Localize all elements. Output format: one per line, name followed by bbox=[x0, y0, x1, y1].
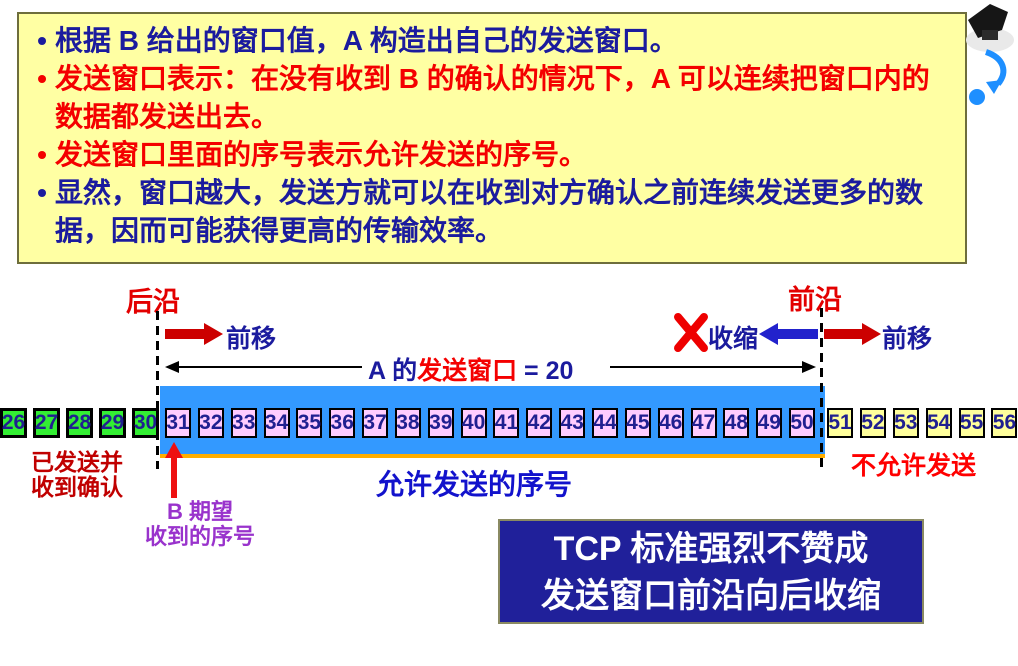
bullet-marker: • bbox=[37, 25, 47, 56]
move-forward-left-label: 前移 bbox=[226, 325, 277, 353]
bullet-text: 发送窗口表示：在没有收到 B 的确认的情况下，A 可以连续把窗口内的数据都发送出… bbox=[55, 63, 930, 132]
sequence-box-29: 29 bbox=[99, 408, 126, 438]
bullet-item: • 发送窗口表示：在没有收到 B 的确认的情况下，A 可以连续把窗口内的数据都发送… bbox=[29, 60, 947, 136]
trailing-edge-label: 后沿 bbox=[126, 287, 180, 317]
sequence-box-43: 43 bbox=[559, 408, 586, 438]
window-label-highlight: 发送窗口 bbox=[417, 357, 518, 385]
allowed-label: 允许发送的序号 bbox=[376, 469, 573, 500]
sequence-box-41: 41 bbox=[493, 408, 520, 438]
x-mark-icon bbox=[674, 313, 708, 352]
acked-label-line1: 已发送并 bbox=[31, 449, 123, 475]
sequence-box-27: 27 bbox=[33, 408, 60, 438]
window-label-suffix: = 20 bbox=[517, 357, 574, 385]
dimension-arrowhead-left bbox=[165, 361, 179, 373]
expected-seq-label-line2: 收到的序号 bbox=[144, 524, 255, 549]
sequence-box-38: 38 bbox=[394, 408, 421, 438]
sequence-box-32: 32 bbox=[197, 408, 224, 438]
sequence-box-40: 40 bbox=[460, 408, 487, 438]
bullet-text: 根据 B 给出的窗口值，A 构造出自己的发送窗口。 bbox=[55, 25, 678, 56]
sequence-box-35: 35 bbox=[296, 408, 323, 438]
bullet-marker: • bbox=[37, 63, 47, 94]
sequence-box-48: 48 bbox=[723, 408, 750, 438]
sequence-box-53: 53 bbox=[892, 408, 919, 438]
sequence-box-44: 44 bbox=[591, 408, 618, 438]
sequence-box-39: 39 bbox=[427, 408, 454, 438]
not-allowed-label: 不允许发送 bbox=[851, 452, 977, 480]
window-label-prefix: A 的 bbox=[368, 357, 418, 385]
corner-decoration-icon bbox=[966, 4, 1014, 105]
sequence-box-42: 42 bbox=[526, 408, 553, 438]
leading-edge-label: 前沿 bbox=[788, 285, 842, 315]
note-line1: TCP 标准强烈不赞成 bbox=[553, 530, 869, 568]
sequence-box-46: 46 bbox=[657, 408, 684, 438]
sequence-box-56: 56 bbox=[991, 408, 1018, 438]
sequence-box-28: 28 bbox=[66, 408, 93, 438]
trailing-edge-dashed-line bbox=[156, 311, 159, 469]
explanation-box: • 根据 B 给出的窗口值，A 构造出自己的发送窗口。 • 发送窗口表示：在没有收到 … bbox=[17, 12, 967, 264]
sequence-box-51: 51 bbox=[827, 408, 853, 438]
sequence-box-49: 49 bbox=[756, 408, 783, 438]
x-mark-icon bbox=[674, 313, 708, 352]
sequence-box-26: 26 bbox=[0, 408, 27, 438]
leading-edge-dashed-line bbox=[820, 308, 823, 468]
dimension-arrowhead-right bbox=[802, 361, 816, 373]
sequence-box-34: 34 bbox=[263, 408, 290, 438]
sequence-box-37: 37 bbox=[362, 408, 389, 438]
tcp-standard-note: TCP 标准强烈不赞成 发送窗口前沿向后收缩 bbox=[498, 519, 924, 624]
shrink-arrowhead bbox=[759, 323, 778, 345]
expected-seq-label-line1: B 期望 bbox=[166, 499, 233, 524]
note-line2: 发送窗口前沿向后收缩 bbox=[541, 577, 881, 615]
expected-seq-label: B 期望 收到的序号 bbox=[122, 499, 278, 549]
bullet-item: • 发送窗口里面的序号表示允许发送的序号。 bbox=[29, 136, 947, 174]
trailing-move-arrowhead bbox=[204, 323, 223, 345]
sequence-box-36: 36 bbox=[329, 408, 356, 438]
acked-label-line2: 收到确认 bbox=[31, 474, 123, 500]
sequence-box-47: 47 bbox=[690, 408, 717, 438]
sequence-box-54: 54 bbox=[925, 408, 952, 438]
acked-label: 已发送并 收到确认 bbox=[14, 450, 140, 500]
bullet-marker: • bbox=[37, 177, 47, 208]
bullet-text: 显然，窗口越大，发送方就可以在收到对方确认之前连续发送更多的数据，因而可能获得更… bbox=[55, 177, 924, 246]
sequence-box-55: 55 bbox=[958, 408, 985, 438]
shrink-label: 收缩 bbox=[708, 325, 759, 353]
bullet-text: 发送窗口里面的序号表示允许发送的序号。 bbox=[55, 139, 588, 170]
leading-move-arrowhead bbox=[862, 323, 881, 345]
sequence-box-50: 50 bbox=[789, 408, 816, 438]
sequence-box-31: 31 bbox=[165, 408, 191, 438]
sequence-box-33: 33 bbox=[230, 408, 257, 438]
sequence-box-52: 52 bbox=[859, 408, 886, 438]
bullet-item: • 显然，窗口越大，发送方就可以在收到对方确认之前连续发送更多的数据，因而可能获得… bbox=[29, 174, 947, 250]
move-forward-right-label: 前移 bbox=[882, 325, 933, 353]
send-window-size-label: A 的发送窗口 = 20 bbox=[368, 351, 573, 387]
sequence-box-30: 30 bbox=[132, 408, 159, 438]
sequence-box-45: 45 bbox=[624, 408, 651, 438]
bullet-marker: • bbox=[37, 139, 47, 170]
bullet-item: • 根据 B 给出的窗口值，A 构造出自己的发送窗口。 bbox=[29, 22, 947, 60]
